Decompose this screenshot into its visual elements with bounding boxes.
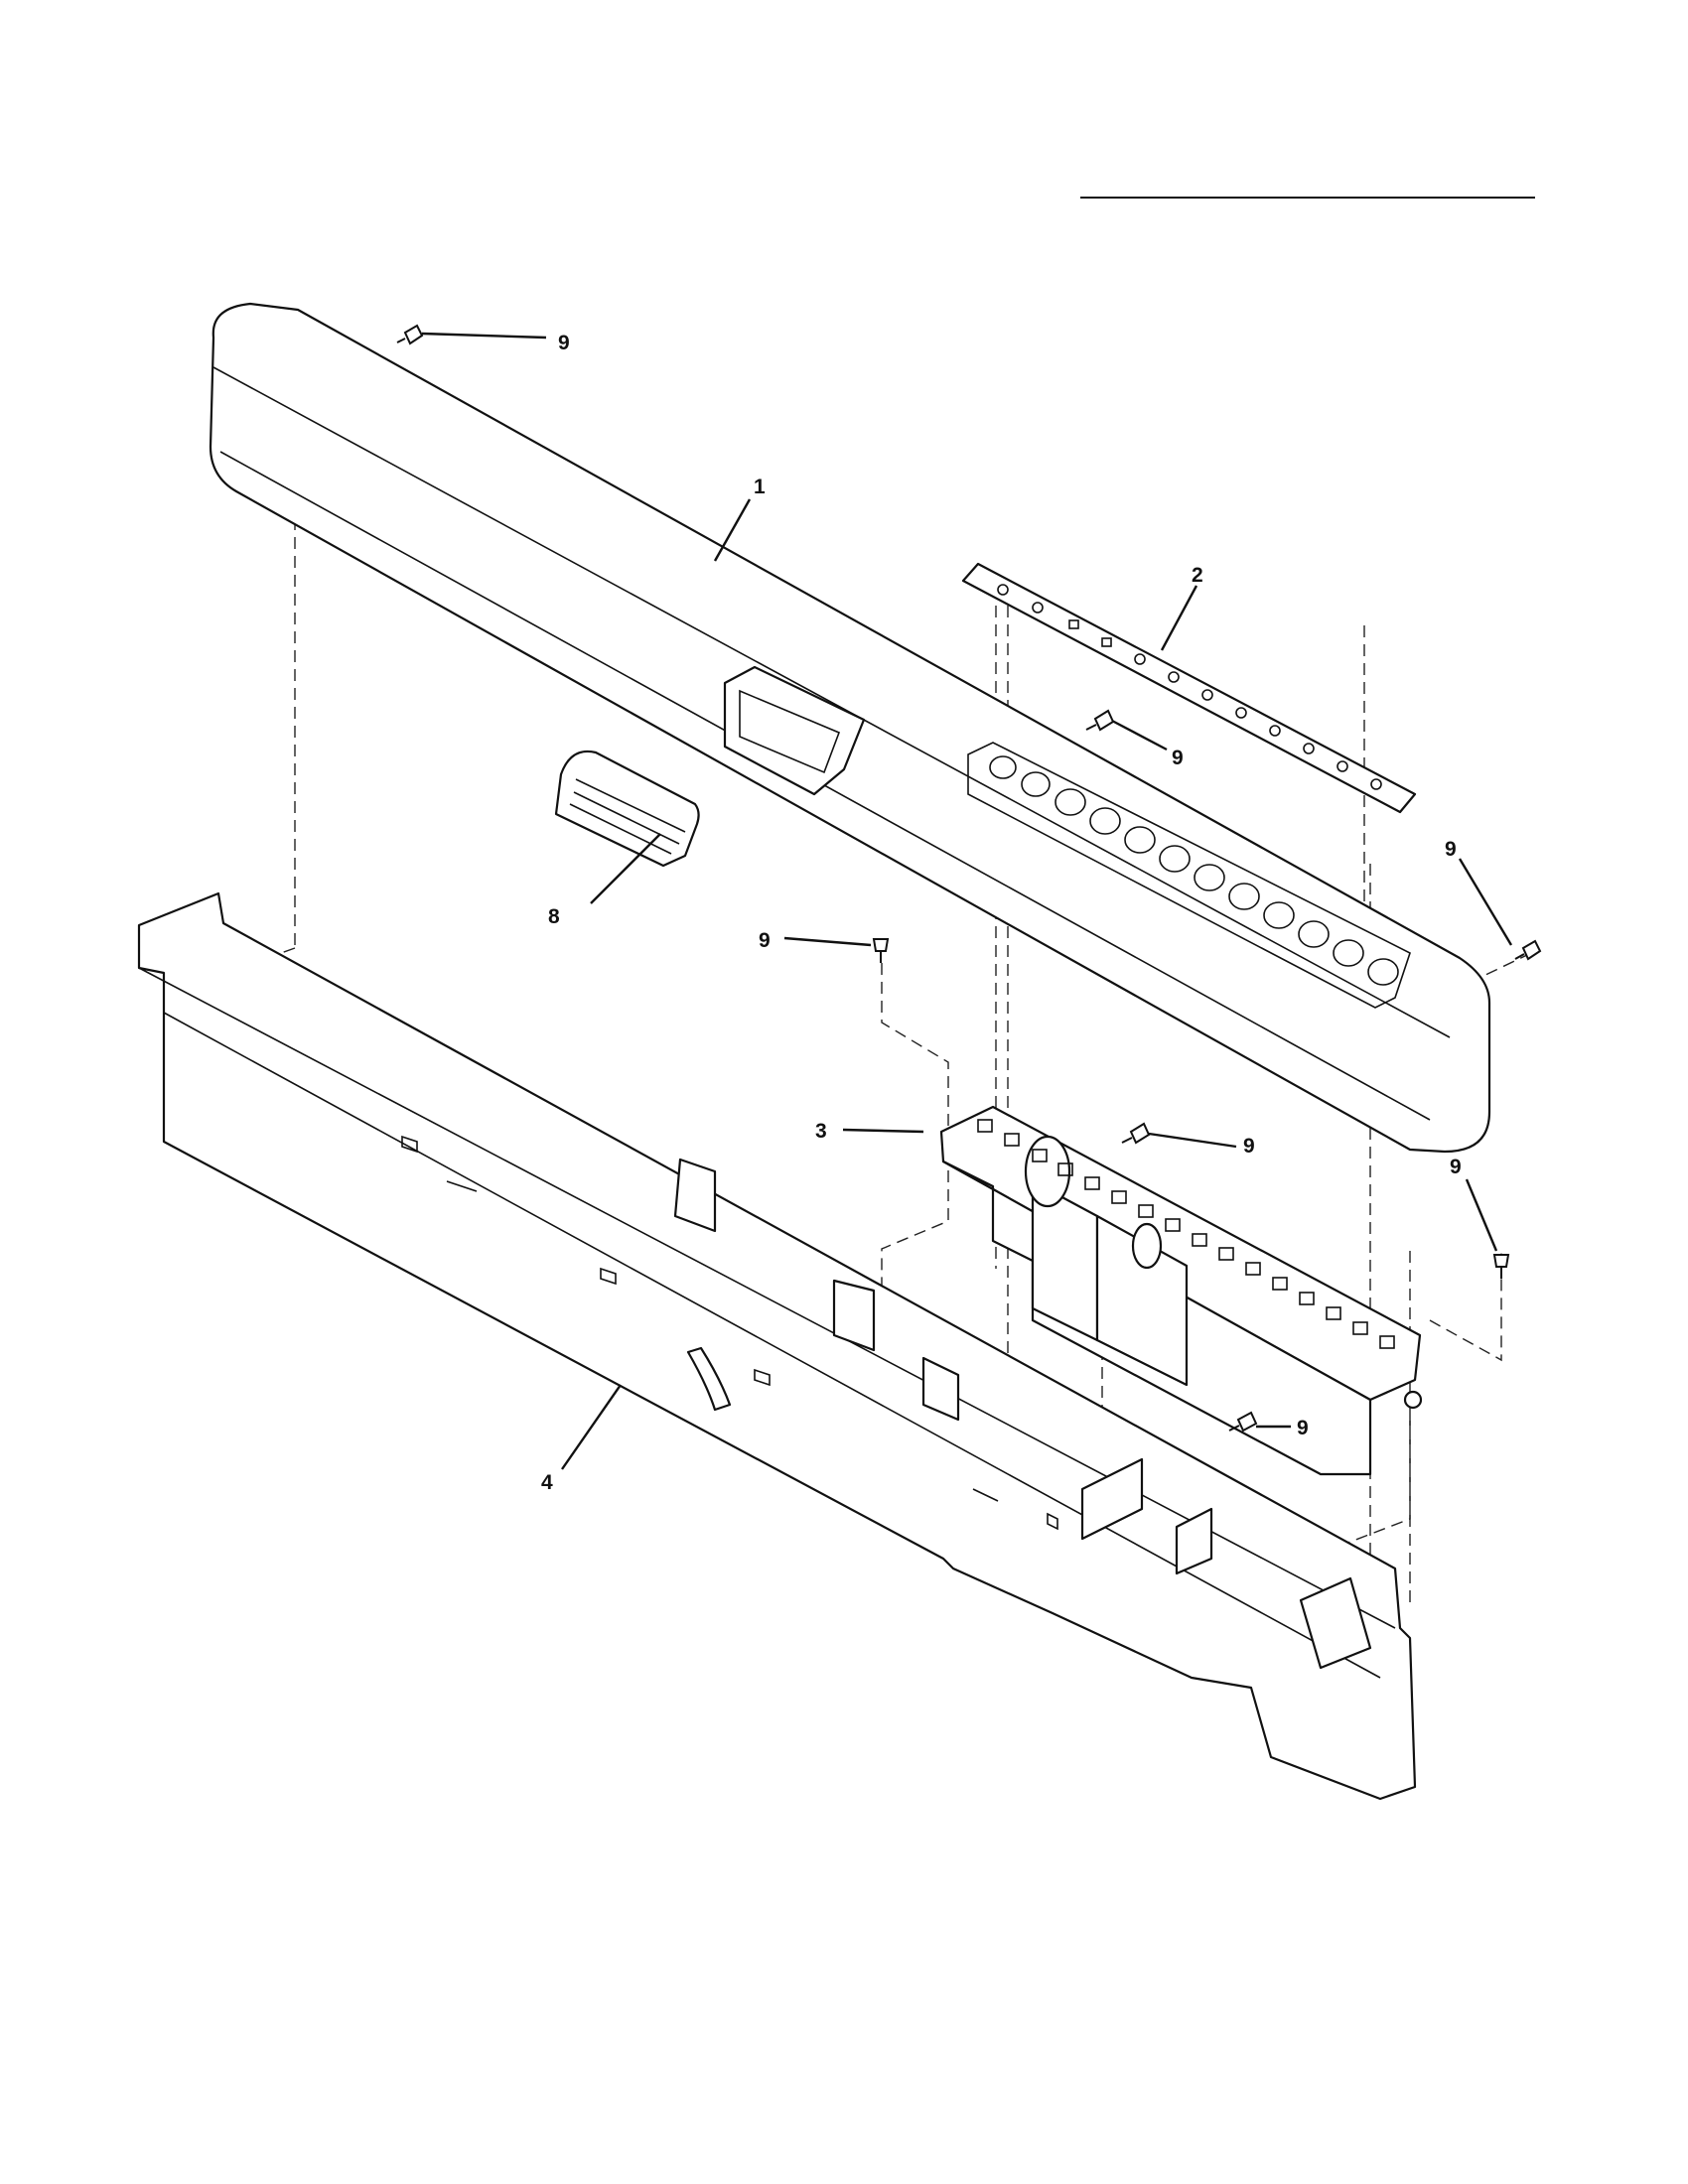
leader-lines bbox=[421, 332, 1513, 1470]
callout-1: 1 bbox=[754, 476, 766, 498]
screw-1 bbox=[396, 324, 424, 345]
screw-3 bbox=[1514, 939, 1542, 961]
screw-6 bbox=[1492, 1254, 1510, 1279]
overlay-keypad bbox=[961, 562, 1417, 814]
callout-9-board-right: 9 bbox=[1450, 1156, 1462, 1178]
callout-8: 8 bbox=[548, 905, 560, 928]
control-panel-support bbox=[137, 891, 1417, 1801]
callout-3: 3 bbox=[815, 1120, 827, 1143]
screw-7 bbox=[1228, 1411, 1258, 1433]
callout-9-board: 9 bbox=[1243, 1135, 1255, 1158]
control-board-assembly bbox=[939, 1105, 1423, 1476]
control-panel-console bbox=[209, 302, 1491, 1154]
console-buttons bbox=[989, 755, 1399, 986]
callout-9-keypad: 9 bbox=[1172, 747, 1184, 769]
callout-9-top: 9 bbox=[558, 332, 570, 354]
screw-5 bbox=[1121, 1122, 1151, 1145]
callout-9-bottom: 9 bbox=[1297, 1417, 1309, 1439]
callout-4: 4 bbox=[541, 1471, 553, 1494]
screws bbox=[396, 324, 1542, 1433]
screw-2 bbox=[1085, 709, 1115, 732]
screw-4 bbox=[872, 938, 890, 963]
handle-insert bbox=[554, 750, 700, 868]
callout-2: 2 bbox=[1192, 564, 1203, 587]
callout-labels: 9 1 2 9 9 8 9 3 9 9 9 4 bbox=[541, 332, 1462, 1494]
callout-9-mid: 9 bbox=[759, 929, 771, 952]
callout-9-right: 9 bbox=[1445, 838, 1457, 861]
